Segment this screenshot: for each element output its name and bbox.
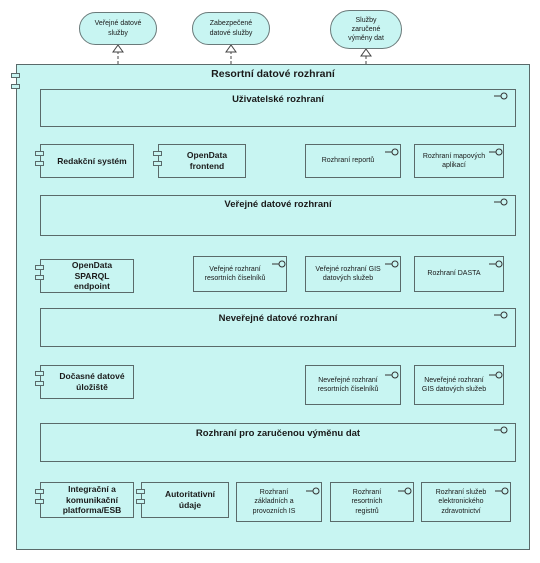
component-label: Redakční systém	[57, 155, 127, 166]
component-label: Autoritativní údaje	[164, 489, 216, 510]
component-tab-icon	[35, 275, 44, 280]
interface-verejne-resortni-ciselniky[interactable]: Veřejné rozhraní resortních číselníků	[193, 256, 287, 292]
interface-elektronicke-zdravotnictvi[interactable]: Rozhraní služeb elektronického zdravotni…	[421, 482, 511, 522]
component-tab-icon	[35, 265, 44, 270]
interface-lollipop-icon	[489, 371, 503, 379]
interface-lollipop-icon	[489, 260, 503, 268]
component-tab-icon	[11, 84, 20, 89]
interface-zakladni-provozni-is[interactable]: Rozhraní základních a provozních IS	[236, 482, 322, 522]
realization-arrow-3	[360, 48, 372, 57]
band-uzivatelske-rozhrani[interactable]	[40, 89, 516, 127]
component-redakcni-system[interactable]: Redakční systém	[40, 144, 134, 178]
interface-resortni-registry[interactable]: Rozhraní resortních registrů	[330, 482, 414, 522]
component-tab-icon	[153, 151, 162, 156]
interface-lollipop-icon	[494, 311, 508, 319]
interface-verejne-gis-datove-sluzby[interactable]: Veřejné rozhraní GIS datových služeb	[305, 256, 401, 292]
band-rozhrani-zarucena-vymena[interactable]	[40, 423, 516, 462]
interface-label: Rozhraní resortních registrů	[351, 489, 383, 515]
main-component-box[interactable]	[16, 64, 530, 550]
component-autoritativni-udaje[interactable]: Autoritativní údaje	[141, 482, 229, 518]
band-neverejne-datove-rozhrani[interactable]	[40, 308, 516, 347]
interface-label: Veřejné rozhraní GIS datových služeb	[315, 265, 381, 282]
service-label: Služby zaručené výměny dat	[348, 16, 384, 43]
interface-lollipop-icon	[494, 92, 508, 100]
component-label: OpenData frontend	[186, 150, 228, 171]
interface-lollipop-icon	[489, 148, 503, 156]
service-zarucena-vymena-dat[interactable]: Služby zaručené výměny dat	[330, 10, 402, 49]
main-title: Resortní datové rozhraní	[211, 68, 335, 80]
interface-rozhrani-mapovych-aplikaci[interactable]: Rozhraní mapových aplikací	[414, 144, 504, 178]
service-label: Veřejné datové služby	[94, 20, 142, 37]
interface-label: Neveřejné rozhraní resortních číselníků	[317, 376, 379, 393]
service-label: Zabezpečené datové služby	[209, 20, 253, 37]
interface-neverejne-resortni-ciselniky[interactable]: Neveřejné rozhraní resortních číselníků	[305, 365, 401, 405]
component-tab-icon	[153, 161, 162, 166]
interface-lollipop-icon	[494, 198, 508, 206]
interface-label: Rozhraní služeb elektronického zdravotni…	[435, 489, 487, 515]
band-title: Neveřejné datové rozhraní	[218, 313, 338, 324]
interface-rozhrani-reportu[interactable]: Rozhraní reportů	[305, 144, 401, 178]
interface-lollipop-icon	[398, 487, 412, 495]
interface-label: Rozhraní základních a provozních IS	[252, 489, 296, 515]
component-label: Dočasné datové úložiště	[59, 371, 125, 392]
component-opendata-sparql-endpoint[interactable]: OpenData SPARQL endpoint	[40, 259, 134, 293]
band-verejne-datove-rozhrani[interactable]	[40, 195, 516, 236]
service-zabezpecene-datove-sluzby[interactable]: Zabezpečené datové služby	[192, 12, 270, 45]
component-opendata-frontend[interactable]: OpenData frontend	[158, 144, 246, 178]
component-tab-icon	[35, 489, 44, 494]
interface-lollipop-icon	[494, 426, 508, 434]
component-tab-icon	[35, 371, 44, 376]
interface-label: Veřejné rozhraní resortních číselníků	[204, 265, 266, 282]
band-title: Uživatelské rozhraní	[232, 94, 324, 105]
component-tab-icon	[136, 499, 145, 504]
interface-lollipop-icon	[385, 371, 399, 379]
component-docasne-datove-uloziste[interactable]: Dočasné datové úložiště	[40, 365, 134, 399]
service-verejne-datove-sluzby[interactable]: Veřejné datové služby	[79, 12, 157, 45]
interface-lollipop-icon	[495, 487, 509, 495]
interface-label: Rozhraní mapových aplikací	[422, 152, 486, 169]
component-tab-icon	[35, 151, 44, 156]
component-tab-icon	[35, 499, 44, 504]
interface-lollipop-icon	[306, 487, 320, 495]
interface-neverejne-gis-datove-sluzby[interactable]: Neveřejné rozhraní GIS datových služeb	[414, 365, 504, 405]
interface-label: Rozhraní reportů	[321, 157, 375, 165]
interface-rozhrani-dasta[interactable]: Rozhraní DASTA	[414, 256, 504, 292]
interface-lollipop-icon	[385, 260, 399, 268]
component-integracni-platforma-esb[interactable]: Integrační a komunikační platforma/ESB	[40, 482, 134, 518]
realization-arrow-1	[112, 44, 124, 53]
realization-arrow-2	[225, 44, 237, 53]
component-tab-icon	[136, 489, 145, 494]
interface-lollipop-icon	[272, 260, 286, 268]
band-title: Rozhraní pro zaručenou výměnu dat	[195, 428, 361, 439]
component-tab-icon	[35, 161, 44, 166]
component-tab-icon	[35, 381, 44, 386]
interface-label: Neveřejné rozhraní GIS datových služeb	[421, 376, 487, 393]
interface-label: Rozhraní DASTA	[427, 270, 481, 278]
band-title: Veřejné datové rozhraní	[224, 199, 332, 210]
component-label: Integrační a komunikační platforma/ESB	[62, 484, 122, 516]
component-tab-icon	[11, 73, 20, 78]
interface-lollipop-icon	[385, 148, 399, 156]
component-label: OpenData SPARQL endpoint	[71, 260, 113, 292]
